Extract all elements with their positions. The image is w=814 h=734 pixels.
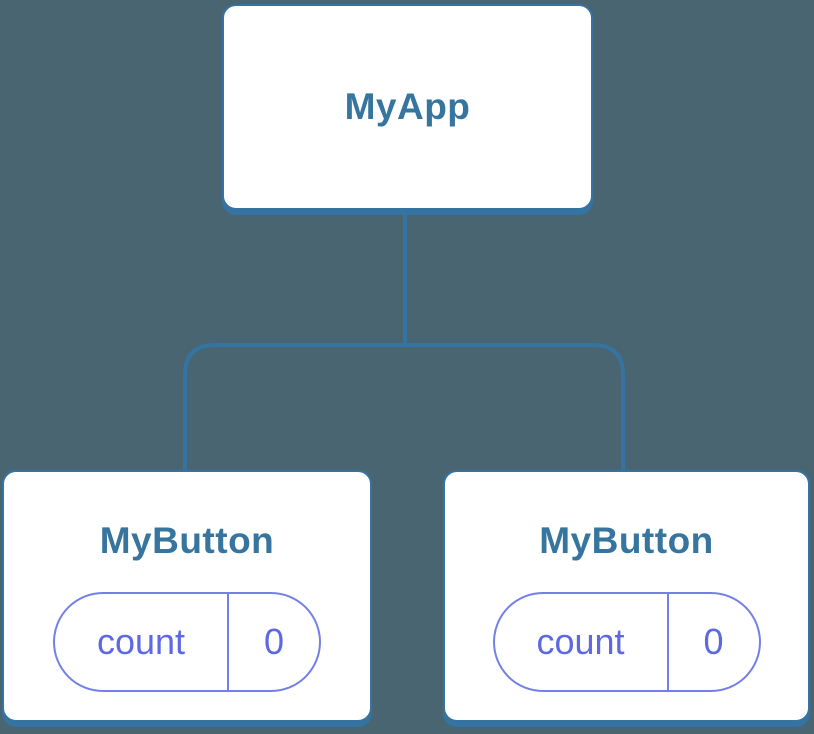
component-name: MyApp — [344, 86, 471, 127]
state-value: 0 — [227, 594, 319, 690]
component-node-myapp: MyApp — [222, 4, 593, 210]
state-pill: count 0 — [53, 592, 321, 692]
component-node-mybutton-2: MyButton count 0 — [443, 470, 810, 722]
component-name: MyButton — [539, 520, 714, 561]
component-name: MyButton — [99, 520, 275, 561]
component-node-mybutton-1: MyButton count 0 — [2, 470, 372, 722]
state-pill: count 0 — [492, 592, 761, 692]
state-value: 0 — [666, 594, 759, 690]
state-name: count — [536, 621, 625, 662]
connector-branch-line — [183, 343, 625, 472]
state-name: count — [96, 621, 186, 662]
